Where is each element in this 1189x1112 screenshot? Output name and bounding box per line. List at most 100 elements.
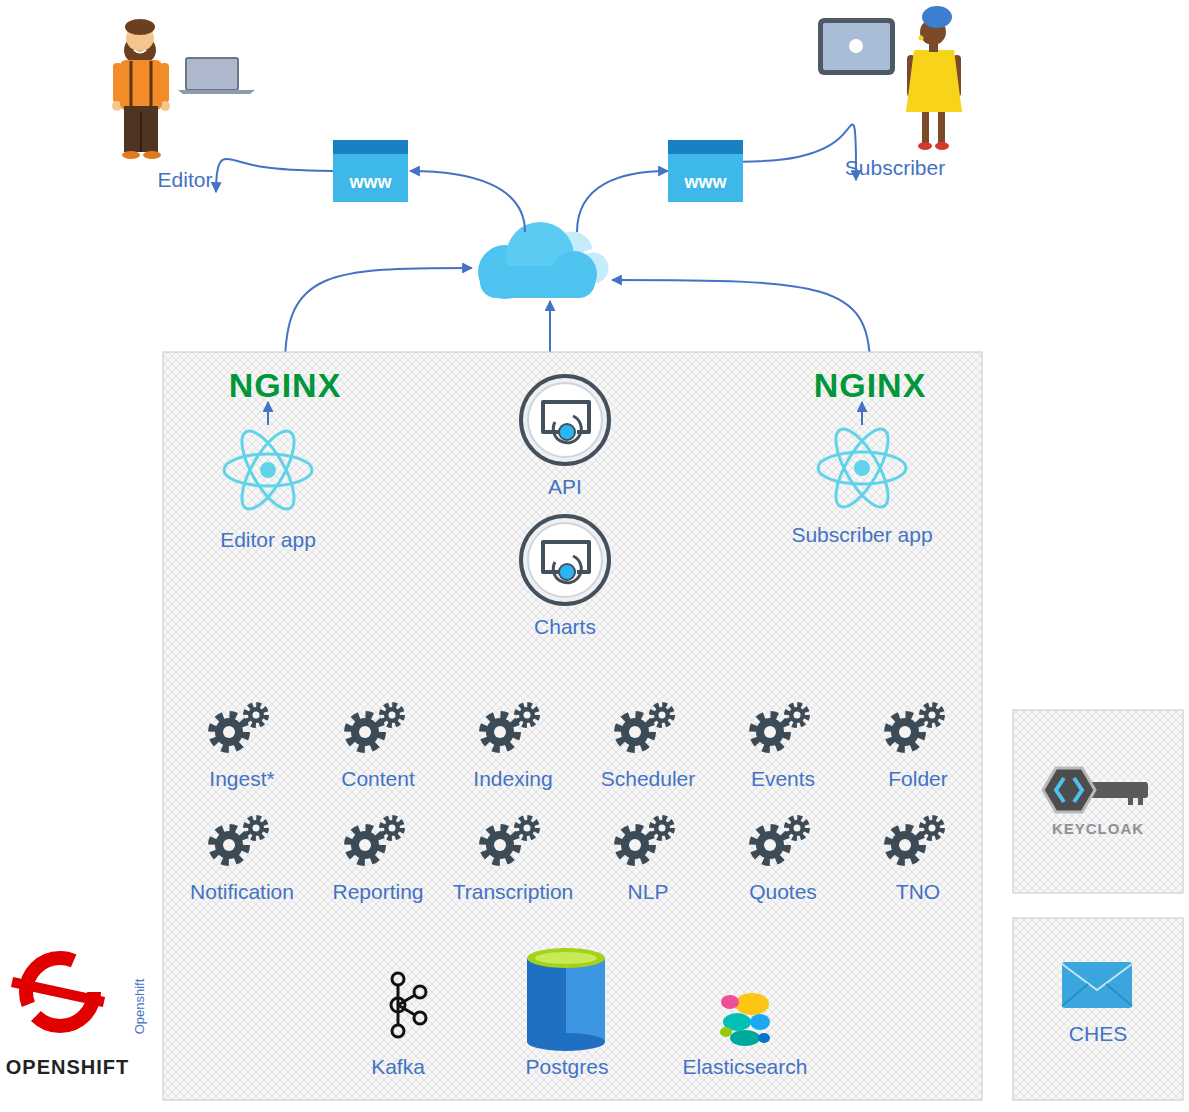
openshift-logo <box>12 982 104 1002</box>
gear-icon <box>483 818 537 862</box>
editor-figure <box>140 112 142 152</box>
auth-node: KEYCLOAK <box>1013 710 1183 893</box>
node-label: Charts <box>515 615 615 639</box>
email-icon <box>1062 962 1132 1008</box>
editor-figure <box>130 61 133 108</box>
editor-figure <box>150 61 153 108</box>
kafka-icon <box>414 1012 426 1024</box>
service-node: Charts <box>515 512 615 640</box>
keycloak-logo <box>1128 798 1133 805</box>
subscriber-figure <box>922 6 952 28</box>
gear-icon <box>212 705 266 749</box>
editor-figure <box>143 151 161 159</box>
openshift-panel <box>163 352 982 1100</box>
gear-icon <box>212 705 942 862</box>
elasticsearch-icon <box>720 993 770 1046</box>
panel-heading: Openshift <box>133 971 148 1041</box>
worker-node: Scheduler <box>581 695 715 795</box>
cloud-link <box>410 171 525 232</box>
worker-node: Transcription <box>446 808 580 908</box>
proxy-logo: NGINX <box>785 366 955 402</box>
editor-figure <box>134 50 146 53</box>
app-node: Editor app <box>198 425 338 555</box>
connector-arrow <box>216 159 333 192</box>
react-icon <box>224 424 312 516</box>
laptop-icon <box>186 58 238 90</box>
subscriber-figure <box>919 36 924 41</box>
elasticsearch-icon <box>730 1030 760 1046</box>
browser-window: www <box>333 140 408 202</box>
subscriber-figure <box>938 108 945 144</box>
node-label: API <box>515 475 615 499</box>
connector-arrow <box>743 124 856 180</box>
subscriber-figure <box>906 50 962 112</box>
editor-figure <box>122 151 140 159</box>
cloud-link <box>577 171 668 232</box>
tablet-icon <box>818 18 895 75</box>
platform-panel: NGINXAPINGINXEditor appSubscriber appCha… <box>163 352 982 1100</box>
kafka-icon <box>391 973 426 1037</box>
node-label: www <box>668 172 743 193</box>
worker-node: Notification <box>175 808 309 908</box>
browser-window: www <box>668 140 743 202</box>
kafka-icon <box>392 973 404 985</box>
worker-node: Ingest* <box>175 695 309 795</box>
cloud-icon <box>480 266 595 298</box>
gear-icon <box>753 705 807 749</box>
node-label: Reporting <box>311 880 445 904</box>
gear-icon <box>348 818 402 862</box>
node-label: Indexing <box>446 767 580 791</box>
gear-icon <box>618 705 672 749</box>
postgres-icon <box>527 948 605 1051</box>
postgres-icon <box>535 952 597 964</box>
node-label: NLP <box>581 880 715 904</box>
service-icon <box>521 376 609 464</box>
kafka-icon <box>392 1025 404 1037</box>
keycloak-logo <box>1056 778 1064 802</box>
editor-figure <box>125 19 155 35</box>
keycloak-panel <box>1013 710 1183 893</box>
queue-node: Kafka <box>350 960 446 1080</box>
worker-node: Quotes <box>716 808 850 908</box>
gear-icon <box>753 818 807 862</box>
laptop-icon <box>178 90 255 94</box>
editor-figure <box>112 19 170 159</box>
postgres-icon <box>566 958 605 1042</box>
service-node: API <box>515 372 615 500</box>
worker-node: Events <box>716 695 850 795</box>
subscriber-figure <box>922 108 929 144</box>
worker-node: NLP <box>581 808 715 908</box>
connector-arrow <box>267 402 269 425</box>
worker-node: Content <box>311 695 445 795</box>
elasticsearch-icon <box>735 993 769 1015</box>
node-label: Content <box>311 767 445 791</box>
worker-node: Reporting <box>311 808 445 908</box>
gear-icon <box>483 705 537 749</box>
node-label: Editor app <box>198 528 338 552</box>
node-label: Notification <box>175 880 309 904</box>
elasticsearch-icon <box>720 1027 732 1037</box>
node-label: Editor <box>110 168 260 192</box>
subscriber-figure <box>906 6 962 150</box>
laptop-icon <box>178 58 255 94</box>
postgres-icon <box>527 1033 605 1051</box>
tablet-icon <box>818 18 895 75</box>
openshift-logo <box>12 958 104 1026</box>
email-icon <box>1062 962 1132 1008</box>
proxy-logo: NGINX <box>200 366 370 402</box>
gear-icon <box>618 818 672 862</box>
email-icon <box>1062 964 1132 990</box>
worker-node: Indexing <box>446 695 580 795</box>
editor-figure <box>124 106 158 152</box>
keycloak-logo <box>1043 768 1095 812</box>
keycloak-logo <box>1138 798 1143 805</box>
node-label: Kafka <box>350 1055 446 1079</box>
node-label: Scheduler <box>581 767 715 791</box>
search-node: Elasticsearch <box>665 985 825 1080</box>
node-label: Subscriber <box>815 156 975 180</box>
email-node: CHES <box>1013 918 1183 1100</box>
kafka-icon <box>414 986 426 998</box>
person-node: Subscriber <box>815 5 975 180</box>
